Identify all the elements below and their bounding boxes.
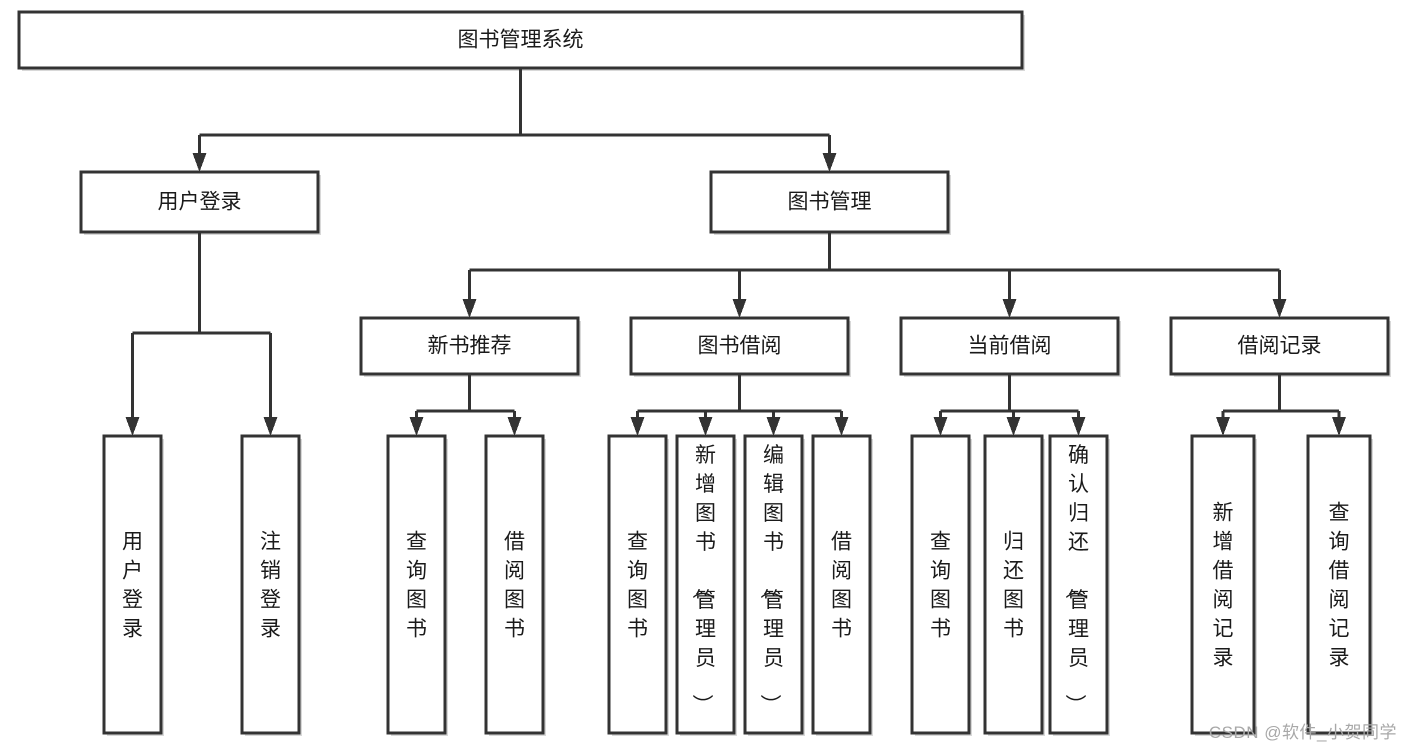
node-leaf-edit-book-admin[interactable]: 编辑图书（管理员） [743, 434, 805, 736]
node-rect[interactable] [983, 434, 1044, 735]
arrow-head-icon [462, 299, 477, 318]
node-label: 用户登录 [158, 191, 242, 214]
node-label: 借阅图书 [504, 531, 525, 641]
node-label: 借阅图书 [831, 531, 852, 641]
node-new-book-recommend[interactable]: 新书推荐 [359, 316, 581, 377]
node-label: 新增图书（管理员） [690, 444, 716, 715]
node-rect[interactable] [1190, 434, 1256, 735]
node-label: 新书推荐 [428, 335, 512, 358]
arrow-head-icon [125, 417, 140, 436]
node-label: 归还图书 [1003, 531, 1024, 641]
node-leaf-add-borrow-record[interactable]: 新增借阅记录 [1190, 434, 1257, 736]
node-label: 确认归还（管理员） [1063, 444, 1089, 715]
node-leaf-user-login[interactable]: 用户登录 [102, 434, 164, 736]
arrow-head-icon [933, 417, 948, 436]
node-rect[interactable] [240, 434, 301, 735]
node-book-management[interactable]: 图书管理 [709, 170, 951, 235]
node-label: 查询图书 [930, 531, 951, 641]
arrow-head-icon [698, 417, 713, 436]
node-rect[interactable] [1048, 434, 1109, 735]
arrow-head-icon [766, 417, 781, 436]
node-leaf-query-book-3[interactable]: 查询图书 [910, 434, 972, 736]
node-leaf-add-book-admin[interactable]: 新增图书（管理员） [675, 434, 737, 736]
node-rect[interactable] [675, 434, 736, 735]
node-rect[interactable] [629, 316, 850, 376]
node-label: 注销登录 [260, 531, 281, 641]
node-leaf-query-book-1[interactable]: 查询图书 [386, 434, 448, 736]
node-leaf-borrow-book-1[interactable]: 借阅图书 [484, 434, 546, 736]
node-label: 图书管理 [788, 191, 872, 214]
node-rect[interactable] [910, 434, 971, 735]
node-label: 图书借阅 [698, 335, 782, 358]
node-rect[interactable] [102, 434, 163, 735]
node-leaf-confirm-return-admin[interactable]: 确认归还（管理员） [1048, 434, 1110, 736]
arrow-head-icon [507, 417, 522, 436]
arrow-head-icon [732, 299, 747, 318]
arrow-head-icon [409, 417, 424, 436]
node-current-borrow[interactable]: 当前借阅 [899, 316, 1121, 377]
node-rect[interactable] [17, 10, 1024, 70]
arrow-head-icon [822, 153, 837, 172]
node-leaf-query-borrow-record[interactable]: 查询借阅记录 [1306, 434, 1373, 736]
node-rect[interactable] [607, 434, 668, 735]
arrow-head-icon [1332, 417, 1346, 436]
arrow-head-icon [263, 417, 278, 436]
node-leaf-borrow-book-2[interactable]: 借阅图书 [811, 434, 873, 736]
node-rect[interactable] [484, 434, 545, 735]
node-label: 图书管理系统 [458, 29, 584, 52]
node-label: 用户登录 [122, 531, 143, 641]
node-label: 编辑图书（管理员） [758, 444, 784, 715]
node-rect[interactable] [709, 170, 950, 234]
node-leaf-user-logout[interactable]: 注销登录 [240, 434, 302, 736]
node-rect[interactable] [1306, 434, 1372, 735]
node-root[interactable]: 图书管理系统 [17, 10, 1025, 71]
arrow-head-icon [1006, 417, 1021, 436]
node-label: 查询借阅记录 [1329, 502, 1350, 670]
arrow-head-icon [630, 417, 645, 436]
node-leaf-return-book[interactable]: 归还图书 [983, 434, 1045, 736]
arrow-head-icon [1216, 417, 1230, 436]
node-rect[interactable] [386, 434, 447, 735]
node-user-login[interactable]: 用户登录 [79, 170, 321, 235]
arrow-head-icon [1071, 417, 1086, 436]
node-leaf-query-book-2[interactable]: 查询图书 [607, 434, 669, 736]
node-rect[interactable] [743, 434, 804, 735]
arrow-head-icon [1272, 299, 1287, 318]
node-borrow-record[interactable]: 借阅记录 [1169, 316, 1391, 377]
node-book-borrow[interactable]: 图书借阅 [629, 316, 851, 377]
node-label: 借阅记录 [1238, 335, 1322, 358]
node-label: 查询图书 [406, 531, 427, 641]
arrow-head-icon [834, 417, 849, 436]
node-label: 查询图书 [627, 531, 648, 641]
node-label: 新增借阅记录 [1213, 502, 1234, 670]
node-label: 当前借阅 [968, 335, 1052, 358]
node-rect[interactable] [811, 434, 872, 735]
arrow-head-icon [1002, 299, 1017, 318]
node-rect[interactable] [899, 316, 1120, 376]
arrow-head-icon [192, 153, 207, 172]
